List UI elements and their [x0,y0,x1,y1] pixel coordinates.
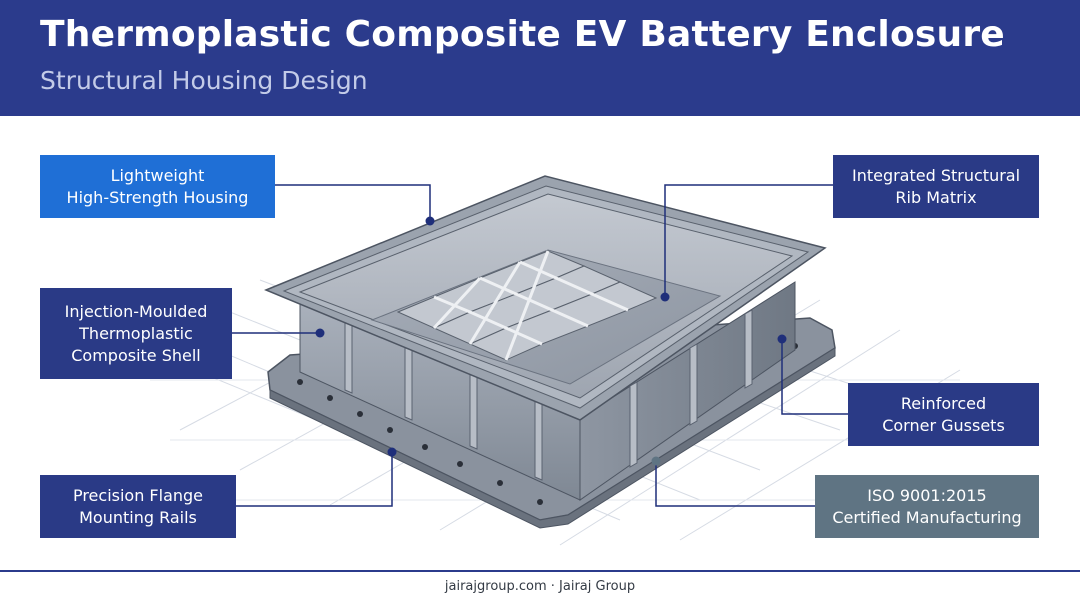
leader-dots [315,216,787,466]
callout-line: ISO 9001:2015 [867,485,987,505]
rib-matrix [396,250,658,361]
page-title: Thermoplastic Composite EV Battery Enclo… [40,14,1005,55]
callout-line: Rib Matrix [895,187,977,207]
callout-lightweight-housing: Lightweight High-Strength Housing [40,155,275,218]
diagram-stage [0,116,1080,570]
leader-lines [232,184,848,507]
callout-injection-moulded-shell: Injection-Moulded Thermoplastic Composit… [40,288,232,379]
callout-iso-certification: ISO 9001:2015 Certified Manufacturing [815,475,1039,538]
callout-corner-gussets: Reinforced Corner Gussets [848,383,1039,446]
callout-flange-mounting-rails: Precision Flange Mounting Rails [40,475,236,538]
callout-line: Lightweight [110,165,205,185]
callout-line: Corner Gussets [882,415,1005,435]
enclosure-illustration [150,175,980,546]
callout-line: Integrated Structural [851,165,1021,185]
callout-line: Mounting Rails [79,507,197,527]
callout-line: Certified Manufacturing [832,507,1022,527]
callout-line: Precision Flange [72,485,204,505]
callout-line: Thermoplastic [79,323,193,343]
page-subtitle: Structural Housing Design [40,66,368,95]
callout-line: Injection-Moulded [64,301,208,321]
footer-credit: jairajgroup.com · Jairaj Group [444,579,636,594]
callout-rib-matrix: Integrated Structural Rib Matrix [833,155,1039,218]
callout-line: High-Strength Housing [66,187,249,207]
wall-ribs [344,309,753,481]
footer-divider [0,570,1080,572]
callout-line: Composite Shell [71,345,201,365]
header-banner: Thermoplastic Composite EV Battery Enclo… [0,0,1080,116]
callout-line: Reinforced [900,393,987,413]
